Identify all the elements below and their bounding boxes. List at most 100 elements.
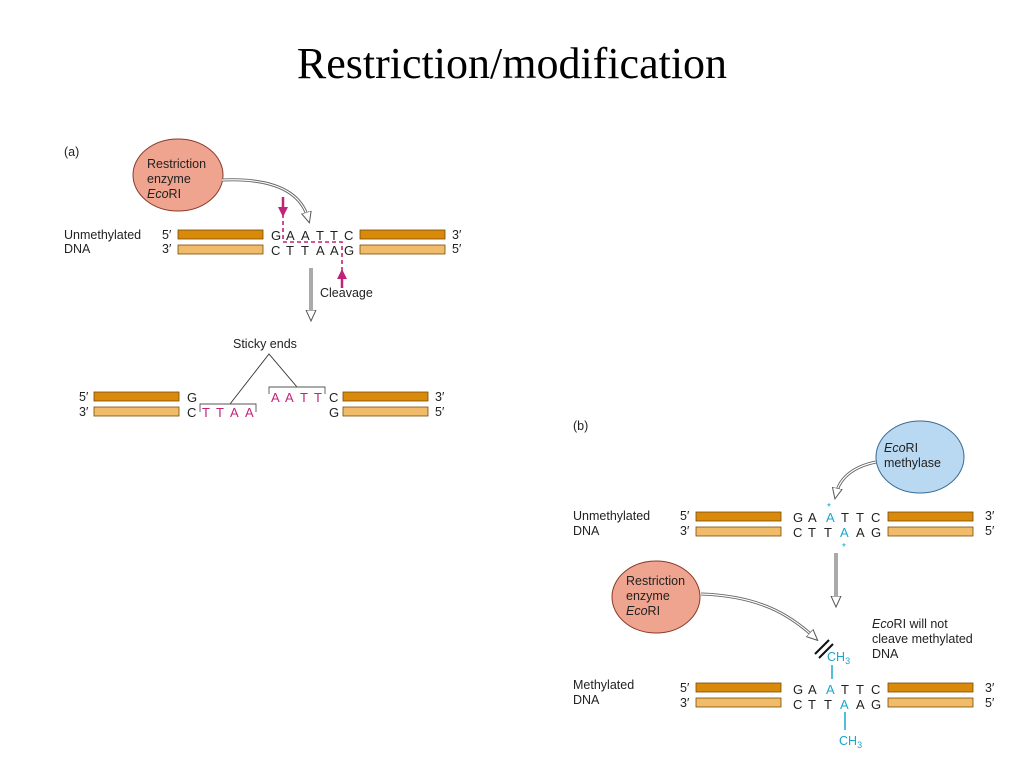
three-prime-label: 3′ [79, 405, 89, 419]
dna-label-unmethylated: Unmethylated [573, 509, 650, 523]
svg-text:T: T [856, 682, 864, 697]
five-prime-label: 5′ [680, 681, 690, 695]
base: G [329, 405, 339, 420]
three-prime-label: 3′ [162, 242, 172, 256]
dna-strand-top [93, 391, 180, 402]
three-prime-label: 3′ [985, 509, 995, 523]
svg-text:T: T [316, 228, 324, 243]
sequence-top-b-methylated: G A A T T C [793, 682, 880, 697]
svg-text:A: A [286, 228, 295, 243]
methyl-group-top: CH3 [827, 650, 850, 666]
three-prime-label: 3′ [680, 696, 690, 710]
svg-text:C: C [793, 697, 802, 712]
enzyme-arrow-b [700, 592, 816, 639]
slide-title: Restriction/modification [296, 39, 728, 88]
svg-text:A: A [330, 243, 339, 258]
svg-text:A: A [840, 525, 849, 540]
dna-strand-bottom [342, 406, 429, 417]
svg-text:G: G [793, 510, 803, 525]
three-prime-label: 3′ [435, 390, 445, 404]
svg-text:C: C [871, 510, 880, 525]
svg-text:A: A [808, 682, 817, 697]
five-prime-label: 5′ [680, 509, 690, 523]
dna-strand-bottom [93, 406, 180, 417]
svg-text:G: G [271, 228, 281, 243]
base: G [187, 390, 197, 405]
dna-strand-top [695, 511, 782, 522]
svg-text:C: C [344, 228, 353, 243]
enzyme-label-line2: enzyme [147, 172, 191, 186]
dna-strand-top [887, 511, 974, 522]
enzyme-arrow-a [221, 178, 310, 219]
dna-label-dna: DNA [64, 242, 91, 256]
dna-label-methylated: Methylated [573, 678, 634, 692]
dna-strand-top [695, 682, 782, 693]
sticky-ends-pointer [229, 353, 298, 405]
panel-b: (b) EcoRI methylase Unmethylated DNA 5′ … [573, 419, 995, 750]
svg-text:T: T [824, 525, 832, 540]
base: C [329, 390, 338, 405]
dna-strand-bottom [695, 697, 782, 708]
three-prime-label: 3′ [452, 228, 462, 242]
blocked-mark [814, 639, 830, 655]
five-prime-label: 5′ [79, 390, 89, 404]
panel-a: (a) Restriction enzyme EcoRI Unmethylate… [64, 138, 462, 420]
svg-text:C: C [871, 682, 880, 697]
methyl-site-marker: * [827, 502, 831, 513]
svg-text:A: A [856, 525, 865, 540]
svg-text:A: A [316, 243, 325, 258]
sticky-end-left-overhang: T T A A [202, 405, 254, 420]
five-prime-label: 5′ [435, 405, 445, 419]
sticky-end-bracket-right [268, 386, 326, 394]
svg-text:A: A [808, 510, 817, 525]
sequence-top-a: G A A T T C [271, 228, 353, 243]
svg-text:G: G [793, 682, 803, 697]
sequence-top-b-unmethylated: G A A T T C [793, 510, 880, 525]
svg-text:A: A [245, 405, 254, 420]
svg-text:T: T [216, 405, 224, 420]
dna-strand-bottom [887, 697, 974, 708]
svg-text:T: T [841, 682, 849, 697]
enzyme-label-line3: EcoRI [626, 604, 660, 618]
svg-text:A: A [826, 510, 835, 525]
svg-text:T: T [808, 525, 816, 540]
sticky-end-right-overhang: A A T T [271, 390, 322, 405]
restriction-enzyme-ecori-b: Restriction enzyme EcoRI [611, 560, 701, 634]
svg-text:T: T [856, 510, 864, 525]
dna-strand-top [359, 229, 446, 240]
five-prime-label: 5′ [452, 242, 462, 256]
five-prime-label: 5′ [162, 228, 172, 242]
dna-strand-top [342, 391, 429, 402]
svg-text:T: T [286, 243, 294, 258]
base: C [187, 405, 196, 420]
svg-text:A: A [826, 682, 835, 697]
svg-text:A: A [301, 228, 310, 243]
svg-text:T: T [330, 228, 338, 243]
panel-b-label: (b) [573, 419, 588, 433]
note-line3: DNA [872, 647, 899, 661]
dna-label-dna: DNA [573, 524, 600, 538]
cleavage-label: Cleavage [320, 286, 373, 300]
svg-text:A: A [271, 390, 280, 405]
dna-strand-bottom [887, 526, 974, 537]
svg-text:C: C [271, 243, 280, 258]
svg-text:G: G [871, 697, 881, 712]
dna-strand-top [177, 229, 264, 240]
enzyme-label-line1: Restriction [147, 157, 206, 171]
dna-label-unmethylated: Unmethylated [64, 228, 141, 242]
sticky-end-bracket-left [199, 403, 257, 412]
svg-text:C: C [793, 525, 802, 540]
panel-a-label: (a) [64, 145, 79, 159]
enzyme-label-line2: enzyme [626, 589, 670, 603]
three-prime-label: 3′ [680, 524, 690, 538]
dna-strand-bottom [359, 244, 446, 255]
ecori-methylase: EcoRI methylase [875, 420, 965, 494]
svg-text:T: T [300, 390, 308, 405]
svg-text:G: G [871, 525, 881, 540]
svg-text:T: T [202, 405, 210, 420]
dna-label-dna: DNA [573, 693, 600, 707]
note-line1: EcoRI will not [872, 617, 948, 631]
three-prime-label: 3′ [985, 681, 995, 695]
five-prime-label: 5′ [985, 696, 995, 710]
